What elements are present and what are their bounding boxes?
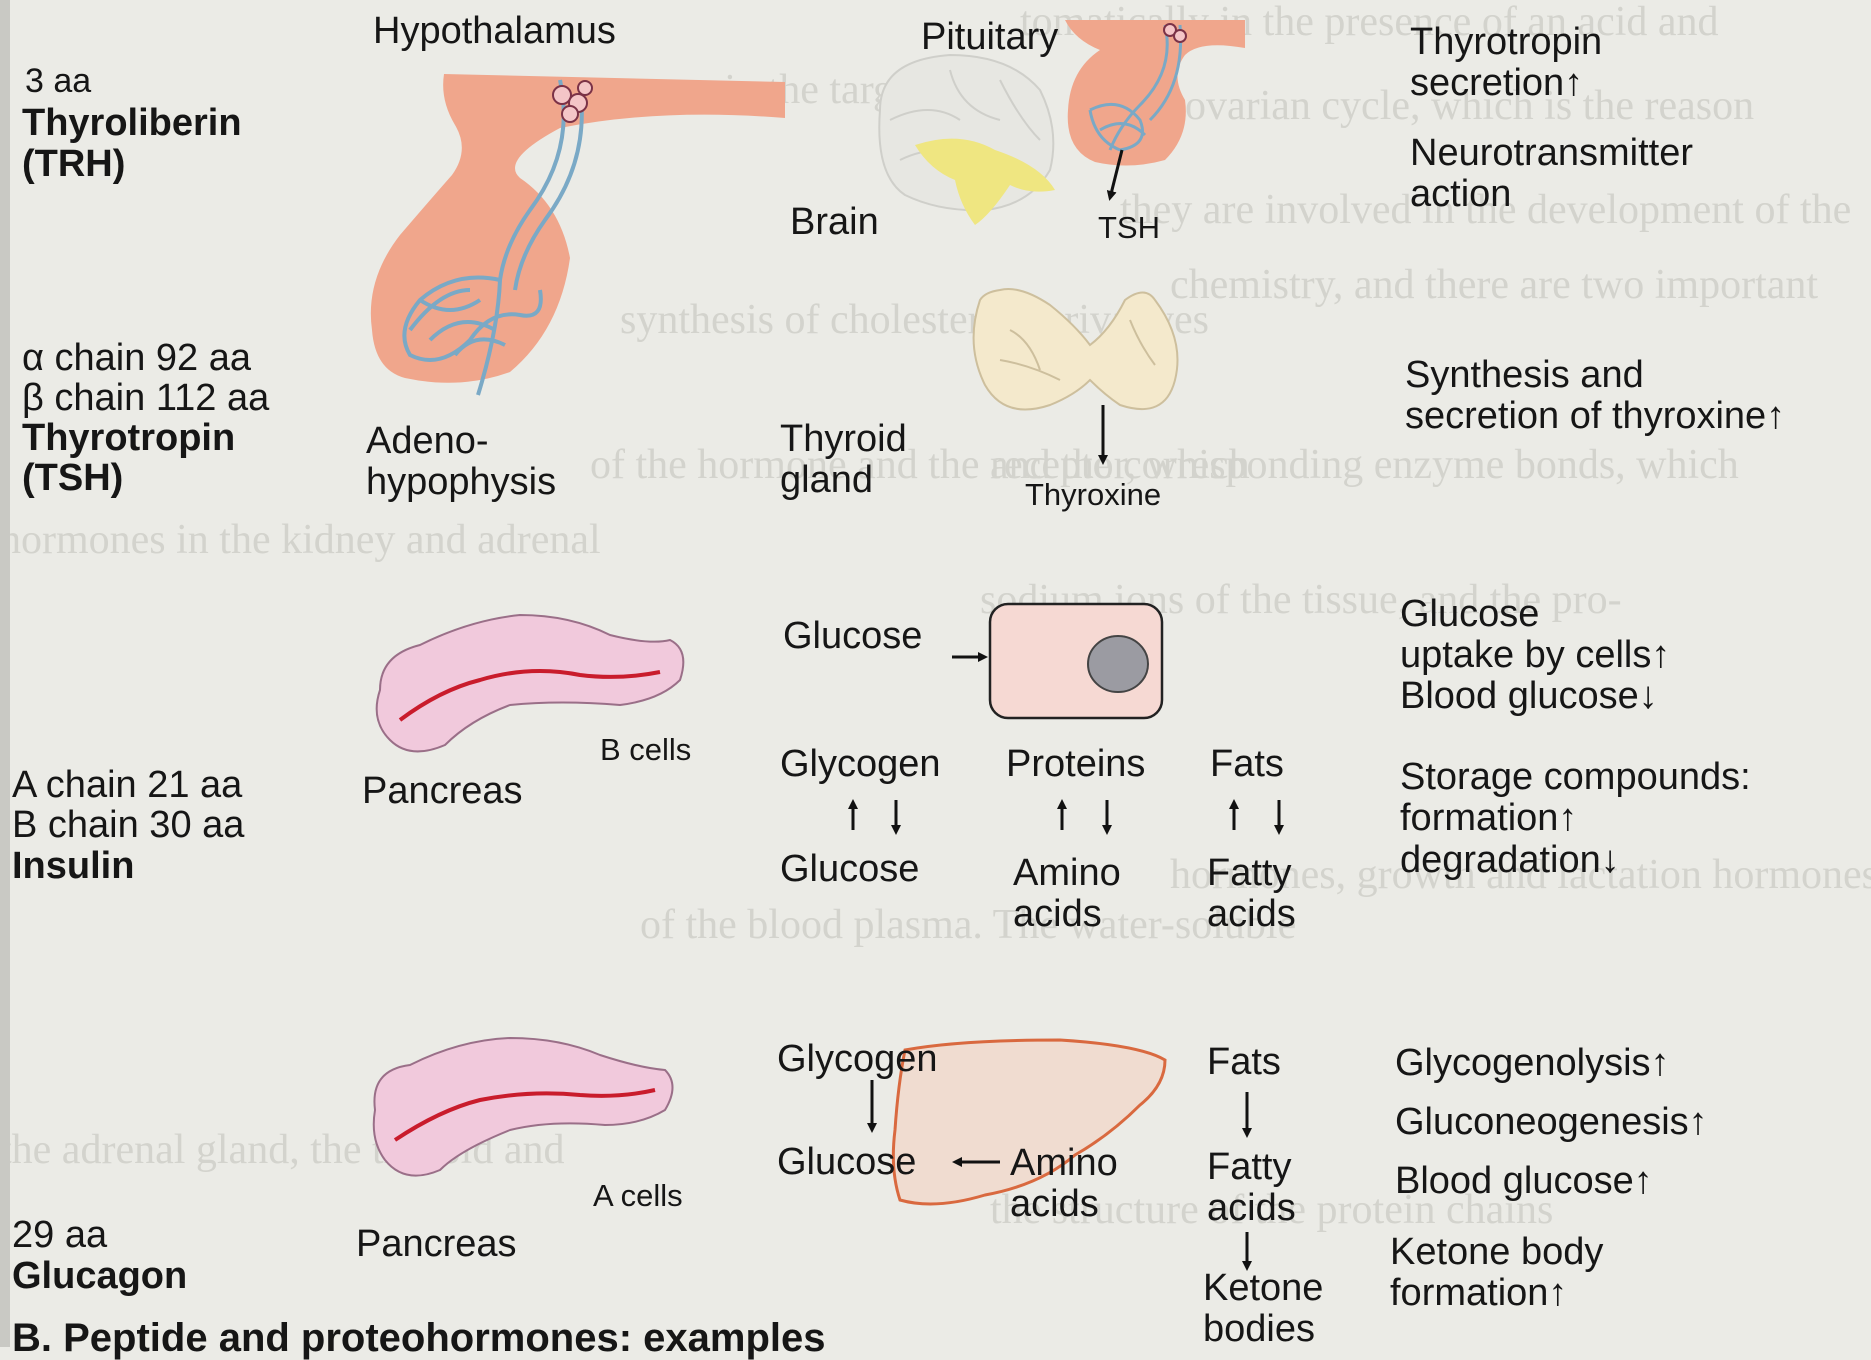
up-arrow-icon: ↑ (1651, 634, 1670, 676)
fats-label: Fats (1210, 745, 1284, 783)
tsh-label: TSH (1098, 212, 1160, 243)
formation-effect: formation↑ (1400, 799, 1577, 837)
up-arrow-icon: ↑ (1548, 1272, 1567, 1314)
tsh-abbr: (TSH) (22, 459, 123, 497)
insulin-b-chain: B chain 30 aa (12, 806, 244, 844)
tsh-alpha-chain: α chain 92 aa (22, 339, 251, 377)
trh-name: Thyroliberin (22, 104, 242, 142)
blood-glucose-down-effect: Blood glucose↓ (1400, 677, 1658, 715)
up-arrow-icon: ↑ (1651, 1042, 1670, 1084)
b-cells-label: B cells (600, 734, 691, 765)
ketone-bodies-label: Ketone bodies (1203, 1268, 1323, 1350)
gluconeogenesis-effect: Gluconeogenesis↑ (1395, 1103, 1708, 1141)
effect-text: Ketone body formation (1390, 1231, 1603, 1314)
proteins-label: Proteins (1006, 745, 1145, 783)
fatty-acids-label: Fatty acids (1207, 853, 1296, 935)
thyroid-illustration (974, 289, 1178, 462)
up-arrow-icon: ↑ (1689, 1101, 1708, 1143)
brain-illustration (879, 55, 1055, 225)
ketone-formation-effect: Ketone body formation↑ (1390, 1232, 1603, 1314)
glucose-label: Glucose (780, 850, 919, 888)
pancreas-a-cells-illustration (374, 1038, 673, 1176)
a-cells-label: A cells (593, 1180, 683, 1211)
glucose-input-label: Glucose (783, 617, 922, 655)
effect-text: formation (1400, 797, 1558, 839)
up-arrow-icon: ↑ (1634, 1160, 1653, 1202)
insulin-a-chain: A chain 21 aa (12, 766, 242, 804)
down-arrow-icon: ↓ (1639, 675, 1658, 717)
degradation-effect: degradation↓ (1400, 841, 1620, 879)
tsh-name: Thyrotropin (22, 419, 235, 457)
fatty-acids-glucagon-label: Fatty acids (1207, 1147, 1296, 1229)
adenohypophysis-label: Adeno- hypophysis (366, 421, 556, 503)
thyroxine-label: Thyroxine (1025, 479, 1161, 510)
insulin-name: Insulin (12, 847, 134, 885)
effect-text: Glycogenolysis (1395, 1042, 1651, 1084)
down-arrow-icon: ↓ (1601, 839, 1620, 881)
glucose-glucagon-label: Glucose (777, 1143, 916, 1181)
glucagon-size: 29 aa (12, 1216, 107, 1254)
insulin-arrows (853, 800, 1279, 832)
amino-acids-label: Amino acids (1013, 853, 1121, 935)
effect-text: Blood glucose (1400, 675, 1639, 717)
glucagon-name: Glucagon (12, 1257, 187, 1295)
up-arrow-icon: ↑ (1564, 62, 1583, 104)
storage-compounds-effect: Storage compounds: (1400, 758, 1751, 796)
neurotransmitter-effect: Neurotransmitter action (1410, 133, 1693, 215)
up-arrow-icon: ↑ (1558, 797, 1577, 839)
effect-text: Blood glucose (1395, 1160, 1634, 1202)
tsh-beta-chain: β chain 112 aa (22, 379, 269, 417)
amino-acids-glucagon-label: Amino acids (1010, 1143, 1118, 1225)
thyroid-gland-label: Thyroid gland (780, 419, 907, 501)
effect-text: degradation (1400, 839, 1601, 881)
glycogen-label: Glycogen (780, 745, 941, 783)
pancreas-b-cells-illustration (377, 615, 684, 751)
muscle-cell-illustration (952, 604, 1162, 718)
effect-text: Glucose uptake by cells (1400, 593, 1651, 676)
up-arrow-icon: ↑ (1766, 395, 1785, 437)
effect-text: Gluconeogenesis (1395, 1101, 1689, 1143)
trh-abbr: (TRH) (22, 145, 125, 183)
hypothalamus-pituitary-illustration (371, 74, 785, 395)
tsh-secretion-effect: Thyrotropin secretion↑ (1410, 22, 1602, 104)
fats-glucagon-label: Fats (1207, 1043, 1281, 1081)
trh-size: 3 aa (25, 64, 91, 98)
glycogen-glucagon-label: Glycogen (777, 1040, 938, 1078)
brain-label: Brain (790, 203, 879, 241)
pancreas-glucagon-label: Pancreas (356, 1225, 517, 1263)
pancreas-label: Pancreas (362, 772, 523, 810)
pituitary-illustration (1065, 20, 1245, 198)
glucose-uptake-effect: Glucose uptake by cells↑ (1400, 594, 1670, 676)
glycogenolysis-effect: Glycogenolysis↑ (1395, 1044, 1670, 1082)
thyroxine-synthesis-effect: Synthesis and secretion of thyroxine↑ (1405, 355, 1785, 437)
pituitary-label: Pituitary (921, 18, 1058, 56)
blood-glucose-up-effect: Blood glucose↑ (1395, 1162, 1653, 1200)
effect-text: Synthesis and secretion of thyroxine (1405, 354, 1766, 437)
hypothalamus-label: Hypothalamus (373, 12, 616, 50)
figure-caption: B. Peptide and proteohormones: examples (12, 1318, 826, 1358)
